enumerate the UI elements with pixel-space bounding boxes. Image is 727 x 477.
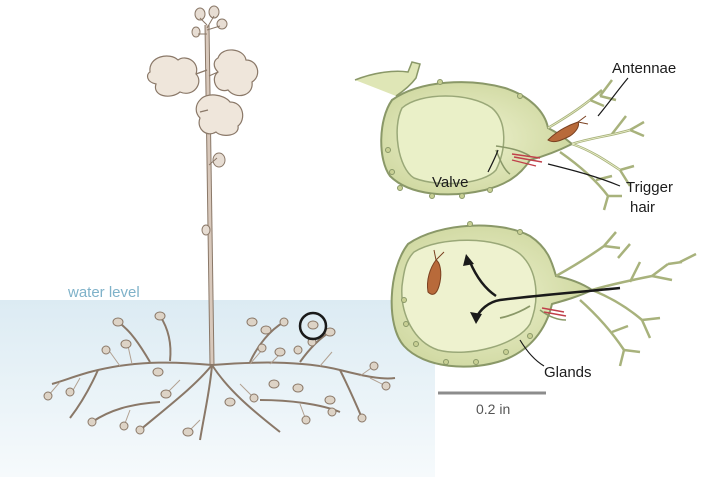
water-region [0,300,435,477]
antennae-label: Antennae [612,60,676,77]
flowers [148,50,258,135]
bladderwort-plant [44,6,395,440]
antennae-bottom [556,232,696,366]
bladder-open [392,222,696,367]
trigger-hair-label-line1: Trigger [626,179,673,196]
prey-outside [548,116,588,142]
glands-label: Glands [544,364,592,381]
bladder-open-inner-chamber [402,240,536,352]
bladder-inner-chamber [397,96,504,184]
bladder-closed [355,62,644,210]
scale-label: 0.2 in [476,401,510,417]
water-level-label: water level [67,284,140,301]
valve-label: Valve [432,174,468,191]
trigger-hair-label-line2: hair [630,199,655,216]
